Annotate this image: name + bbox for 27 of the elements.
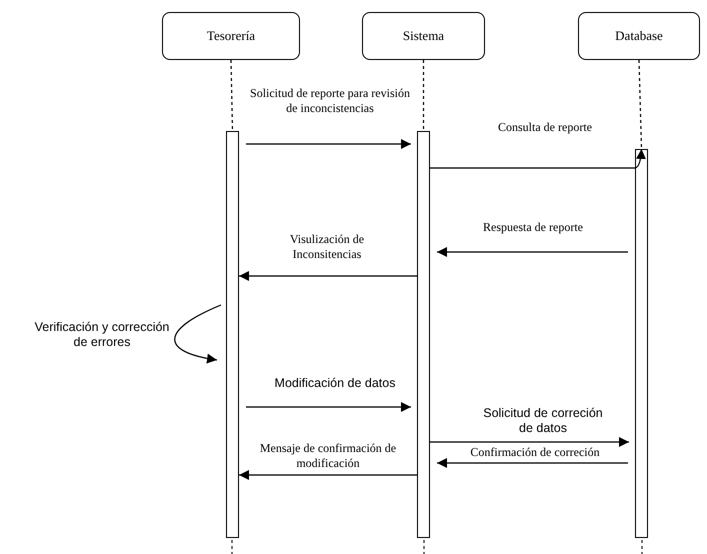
message-arrow	[246, 139, 411, 149]
lifeline	[230, 60, 234, 132]
participant-box: Database	[578, 12, 700, 60]
message-arrow	[437, 247, 628, 257]
edge-label: Modificación de datos	[274, 376, 396, 391]
message-arrow	[430, 148, 646, 169]
activation-bar	[226, 131, 239, 538]
message-arrow	[437, 458, 628, 468]
activation-bar	[635, 149, 648, 538]
participant-box: Tesorería	[162, 12, 300, 60]
edge-label: Solicitud de correción de datos	[482, 406, 604, 436]
edge-label: Consulta de reporte	[497, 120, 593, 135]
message-arrow	[239, 271, 417, 281]
edge-label: Visulización de Inconsitencias	[288, 232, 366, 262]
message-arrow	[246, 402, 411, 412]
message-arrow	[239, 470, 417, 480]
message-arrow	[174, 304, 222, 364]
edge-label: Verificación y corrección de errores	[34, 320, 170, 350]
edge-label: Mensaje de confirmación de modificación	[258, 441, 398, 471]
message-arrow	[430, 437, 629, 447]
edge-label: Respuesta de reporte	[482, 220, 584, 235]
participant-box: Sistema	[362, 12, 485, 60]
activation-bar	[417, 131, 430, 538]
edge-label: Solicitud de reporte para revisión de inconcistencias	[249, 86, 411, 116]
edge-label: Confirmación de correción	[469, 445, 601, 460]
lifeline	[422, 60, 424, 131]
lifeline	[638, 60, 642, 150]
